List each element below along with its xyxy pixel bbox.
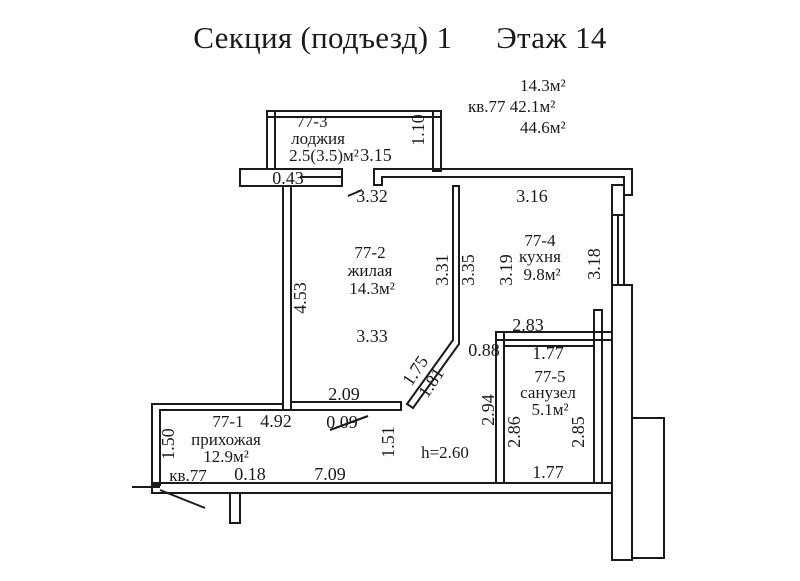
dim-1-77-top: 1.77 xyxy=(532,343,564,363)
bathroom-name: санузел xyxy=(520,383,576,402)
dim-2-83: 2.83 xyxy=(512,315,544,335)
dim-0-18: 0.18 xyxy=(234,464,266,484)
dim-0-43: 0.43 xyxy=(272,168,304,188)
plan-title: Секция (подъезд) 1 Этаж 14 xyxy=(0,20,800,56)
hallway-name: прихожая xyxy=(191,430,261,449)
living-hall-partition xyxy=(290,401,402,411)
dim-3-32: 3.32 xyxy=(356,186,388,206)
apartment-number: кв.77 xyxy=(468,97,506,116)
dim-3-16: 3.16 xyxy=(516,186,548,206)
apartment-total-row: кв.77 42.1м² xyxy=(468,96,608,117)
total-area-with-loggia: 44.6м² xyxy=(520,118,566,137)
loggia-name: лоджия xyxy=(291,129,345,148)
living-name: жилая xyxy=(347,261,393,280)
dim-3-33: 3.33 xyxy=(356,326,388,346)
floor-label: Этаж 14 xyxy=(496,20,607,55)
loggia-area: 2.5(3.5)м² xyxy=(289,146,359,165)
loggia-left-wall xyxy=(266,110,276,170)
loggia-right-wall xyxy=(432,110,442,172)
kitchen-id: 77-4 xyxy=(524,231,556,250)
loggia-id: 77-3 xyxy=(296,112,327,131)
ceiling-height: h=2.60 xyxy=(421,443,469,462)
right-wall-lower xyxy=(611,284,633,561)
bathroom-id: 77-5 xyxy=(534,367,565,386)
dim-4-53: 4.53 xyxy=(290,282,310,314)
dim-1-50: 1.50 xyxy=(158,428,178,460)
living-left-wall xyxy=(282,185,292,411)
dim-0-09: 0.09 xyxy=(326,412,358,432)
dim-0-88: 0.88 xyxy=(468,340,500,360)
bottom-wall xyxy=(151,482,613,494)
section-label: Секция (подъезд) 1 xyxy=(193,20,453,55)
hallway-id: 77-1 xyxy=(212,412,243,431)
dim-2-86: 2.86 xyxy=(504,416,524,448)
dim-3-18: 3.18 xyxy=(584,248,604,280)
area-summary: 14.3м² кв.77 42.1м² 44.6м² xyxy=(468,75,608,138)
dim-2-94: 2.94 xyxy=(478,394,498,426)
entrance-door xyxy=(159,489,206,509)
dim-3-19: 3.19 xyxy=(496,254,516,286)
dim-3-31: 3.31 xyxy=(432,254,452,286)
living-kitchen-partition xyxy=(405,185,460,410)
top-wall xyxy=(373,168,633,196)
hallway-area: 12.9м² xyxy=(203,447,249,466)
dim-4-92: 4.92 xyxy=(260,411,292,431)
bath-left-wall xyxy=(495,331,505,484)
dim-2-85: 2.85 xyxy=(568,416,588,448)
living-area: 14.3м² xyxy=(349,279,395,298)
bottom-stub xyxy=(229,492,241,524)
dim-1-77-bottom: 1.77 xyxy=(532,462,564,482)
right-annex xyxy=(631,417,665,559)
dim-1-10: 1.10 xyxy=(408,114,428,146)
kitchen-area: 9.8м² xyxy=(523,265,560,284)
dim-2-09: 2.09 xyxy=(328,384,360,404)
living-area-total: 14.3м² xyxy=(520,76,566,95)
total-area: 42.1м² xyxy=(509,97,556,116)
dim-1-51: 1.51 xyxy=(378,426,398,458)
entrance-label: кв.77 xyxy=(169,466,207,485)
dim-3-15: 3.15 xyxy=(360,145,392,165)
kitchen-name: кухня xyxy=(519,247,561,266)
dim-7-09: 7.09 xyxy=(314,464,346,484)
right-wall-upper xyxy=(611,184,625,216)
dim-3-35: 3.35 xyxy=(458,254,478,286)
living-id: 77-2 xyxy=(354,243,385,262)
bath-right-wall xyxy=(593,309,603,484)
bath-inner-top xyxy=(503,339,595,347)
bathroom-area: 5.1м² xyxy=(531,400,568,419)
